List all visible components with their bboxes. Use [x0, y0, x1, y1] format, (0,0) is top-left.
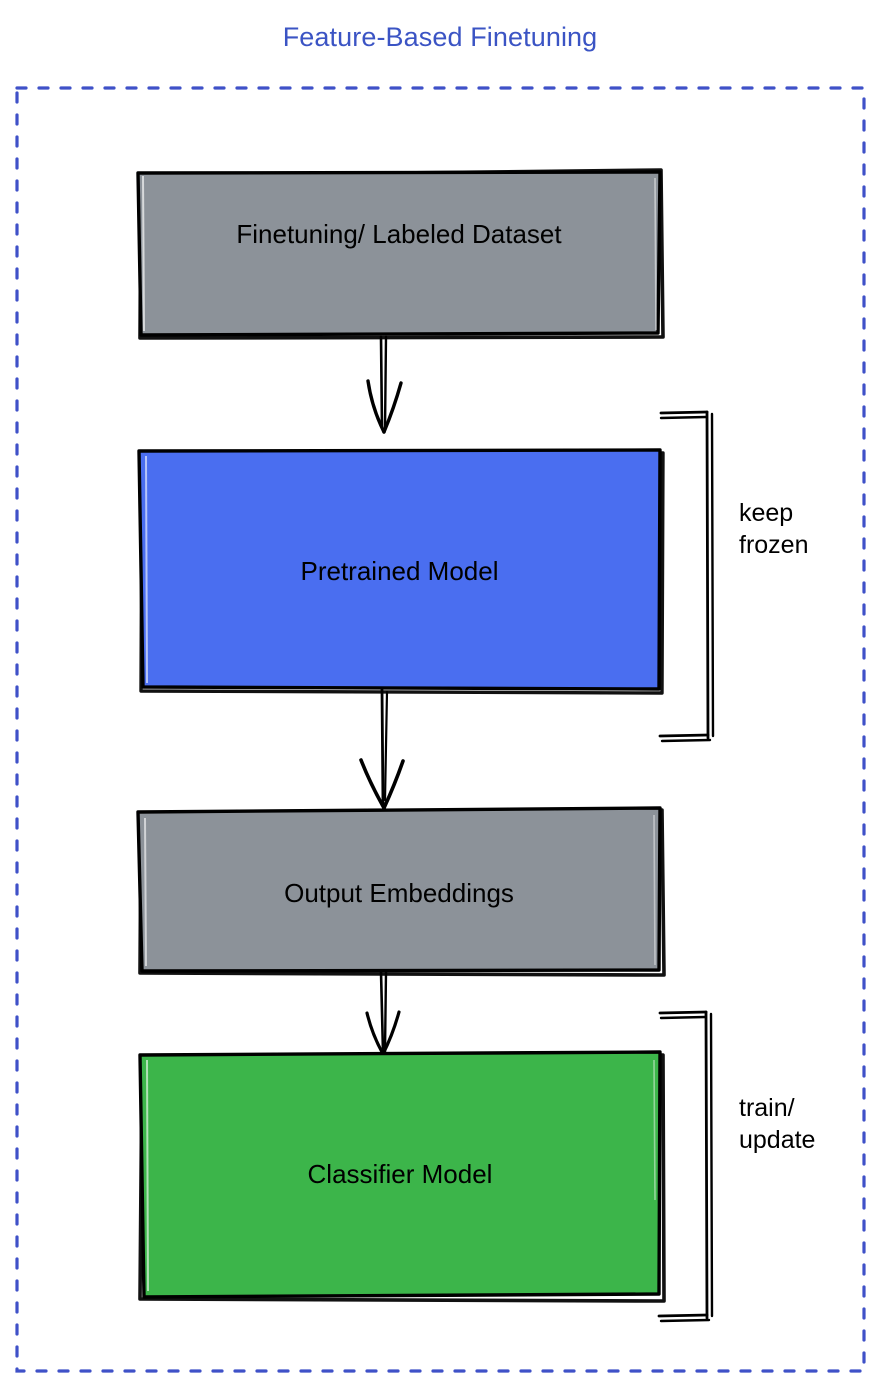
edge-dataset-to-pretrained	[366, 335, 403, 434]
node-embeddings-sketch-left	[144, 817, 147, 967]
node-pretrained[interactable]	[137, 448, 665, 695]
node-embeddings[interactable]	[136, 806, 666, 977]
page-title: Feature-Based Finetuning	[282, 22, 598, 52]
diagram-frame	[15, 86, 866, 1373]
node-dataset-sketch-right	[654, 177, 657, 331]
node-pretrained-sketch-left	[145, 455, 148, 684]
node-classifier-sketch-left	[146, 1059, 149, 1292]
node-dataset[interactable]	[136, 168, 665, 340]
node-pretrained-body	[137, 448, 662, 691]
node-embeddings-body	[136, 806, 662, 973]
node-classifier-body	[138, 1050, 662, 1299]
node-classifier[interactable]	[138, 1050, 666, 1303]
annotation-train-update: train/ update	[739, 1094, 816, 1154]
node-classifier-sketch-right	[653, 1059, 656, 1201]
edge-pretrained-to-embeddings	[359, 688, 405, 810]
node-embeddings-sketch-right	[653, 814, 656, 966]
bracket-keep-frozen	[658, 410, 715, 743]
node-dataset-sketch-left	[142, 175, 145, 332]
node-dataset-body	[136, 170, 662, 337]
edge-embeddings-to-classifier	[365, 970, 401, 1056]
annotation-keep-frozen: keep frozen	[739, 499, 809, 559]
bracket-train-update	[657, 1010, 714, 1323]
